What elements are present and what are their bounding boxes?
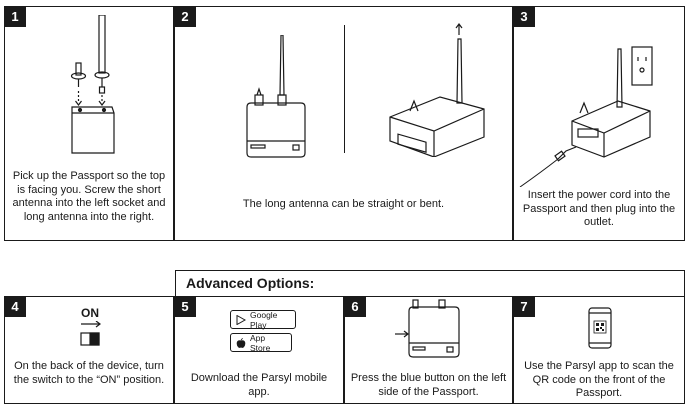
app-store-label: App Store [250,332,271,353]
step-2-badge: 2 [174,6,196,27]
step-3-caption: Insert the power cord into the Passport … [522,189,676,228]
device-straight-antenna-icon [246,35,306,158]
step-3-badge: 3 [513,6,535,27]
step-5-panel: 5 Google Play App Store Download the Par… [174,296,344,404]
google-play-label: Google Play [250,309,278,330]
switch-on-label: ON [81,306,99,320]
step-1-badge: 1 [4,6,26,27]
step-4-caption: On the back of the device, turn the swit… [13,360,165,386]
apple-icon [236,337,246,348]
step-5-badge: 5 [174,296,196,317]
step-6-panel: 6 Press the blue button on the left side… [344,296,513,404]
step-2-divider [344,25,346,153]
step-3-panel: 3 Insert the power cord into the Passpor… [513,6,685,241]
step-2-caption: The long antenna can be straight or bent… [242,198,445,210]
step-4-panel: 4 ON On the back of the device, turn the… [4,296,174,404]
step-1-caption: Pick up the Passport so the top is facin… [12,170,166,223]
qr-phone-icon [588,307,612,349]
device-button-icon [395,299,460,358]
advanced-options-header: Advanced Options: [175,270,685,296]
app-store-button[interactable]: App Store [230,332,292,353]
step-7-panel: 7 Use the Parsyl app to scan the QR code… [513,296,685,404]
switch-icon [80,321,101,346]
step-1-panel: 1 Pick up the Passport so the top is fac… [4,6,174,241]
step-6-badge: 6 [344,296,366,317]
step-7-caption: Use the Parsyl app to scan the QR code o… [524,360,674,399]
device-bent-antenna-icon [389,23,485,157]
step-7-badge: 7 [513,296,535,317]
device-power-icon [519,46,653,187]
step-4-badge: 4 [4,296,26,317]
step-5-caption: Download the Parsyl mobile app. [190,372,328,398]
step-6-caption: Press the blue button on the left side o… [350,372,507,398]
google-play-icon [236,314,246,325]
step-2-panel: 2 The long antenna can be straight or be… [174,6,513,241]
device-antenna-install-icon [70,15,115,154]
google-play-button[interactable]: Google Play [230,309,296,330]
